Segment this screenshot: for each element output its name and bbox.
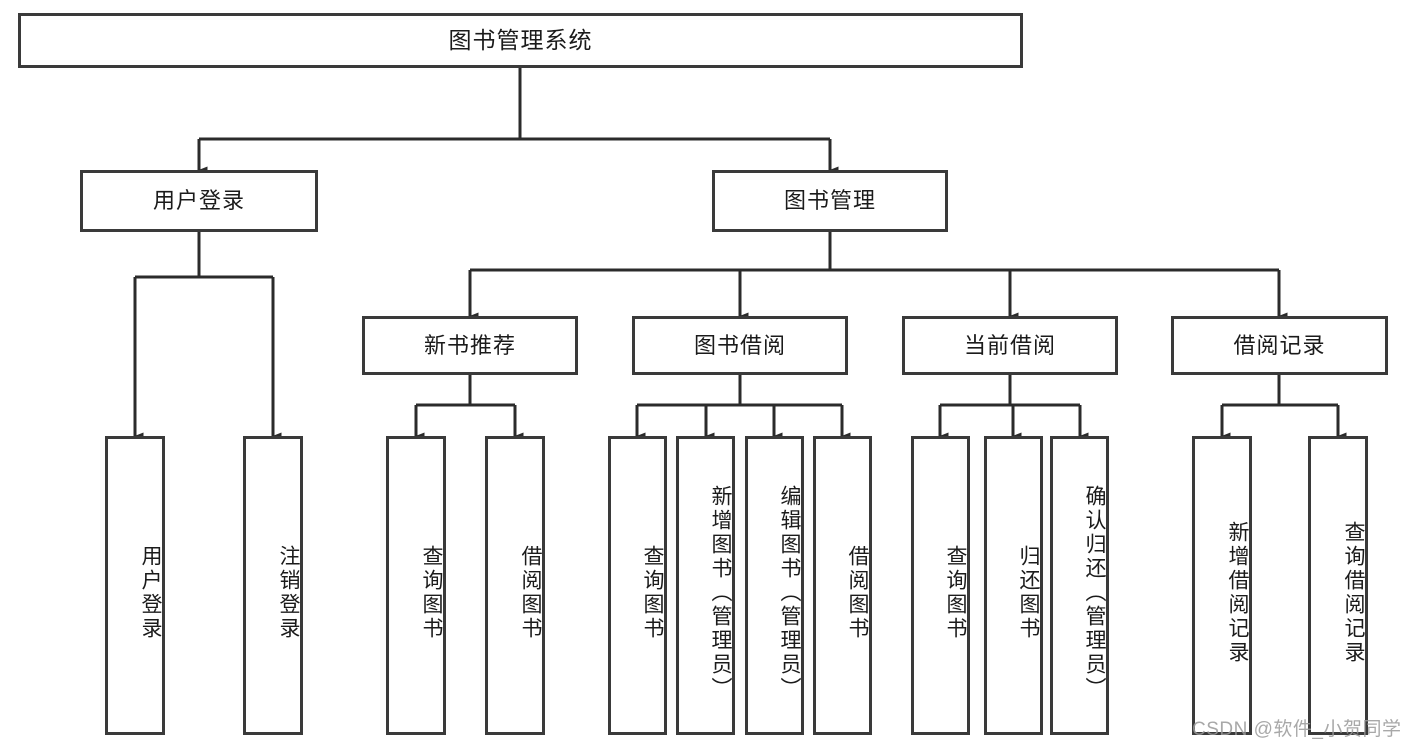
node-leaf-query-book-new[interactable]: 查询图书 <box>386 436 446 735</box>
node-book-management-label: 图书管理 <box>783 188 876 214</box>
node-leaf-label: 注销登录 <box>277 544 300 641</box>
node-root-label: 图书管理系统 <box>448 26 593 53</box>
node-leaf-logout-login[interactable]: 注销登录 <box>243 436 303 735</box>
node-leaf-query-book-borrow[interactable]: 查询图书 <box>608 436 667 735</box>
node-leaf-label: 借阅图书 <box>519 544 542 641</box>
node-leaf-label: 查询图书 <box>944 544 967 641</box>
node-leaf-confirm-return-admin[interactable]: 确认归还（管理员） <box>1050 436 1109 735</box>
node-leaf-label: 查询图书 <box>641 544 664 641</box>
node-leaf-label: 用户登录 <box>139 544 162 641</box>
node-new-book-recommend[interactable]: 新书推荐 <box>362 316 578 375</box>
node-book-borrow[interactable]: 图书借阅 <box>632 316 848 375</box>
node-leaf-label: 新增借阅记录 <box>1226 520 1249 665</box>
node-leaf-query-borrow-record[interactable]: 查询借阅记录 <box>1308 436 1368 735</box>
node-leaf-return-book[interactable]: 归还图书 <box>984 436 1043 735</box>
node-leaf-borrow-book[interactable]: 借阅图书 <box>813 436 872 735</box>
node-leaf-user-login[interactable]: 用户登录 <box>105 436 165 735</box>
node-leaf-add-book-admin[interactable]: 新增图书（管理员） <box>676 436 735 735</box>
node-leaf-label: 查询图书 <box>420 544 443 641</box>
node-leaf-edit-book-admin[interactable]: 编辑图书（管理员） <box>745 436 804 735</box>
node-book-management[interactable]: 图书管理 <box>712 170 948 232</box>
node-leaf-label: 编辑图书（管理员） <box>778 484 801 701</box>
node-root-system[interactable]: 图书管理系统 <box>18 13 1023 68</box>
node-current-borrow-label: 当前借阅 <box>963 332 1056 358</box>
node-leaf-label: 新增图书（管理员） <box>709 484 732 701</box>
node-leaf-borrow-book-new[interactable]: 借阅图书 <box>485 436 545 735</box>
node-leaf-query-book-current[interactable]: 查询图书 <box>911 436 970 735</box>
node-new-book-recommend-label: 新书推荐 <box>423 332 516 358</box>
node-current-borrow[interactable]: 当前借阅 <box>902 316 1118 375</box>
node-borrow-record[interactable]: 借阅记录 <box>1171 316 1388 375</box>
node-user-login[interactable]: 用户登录 <box>80 170 318 232</box>
node-book-borrow-label: 图书借阅 <box>693 332 786 358</box>
node-user-login-label: 用户登录 <box>152 188 245 214</box>
csdn-watermark: CSDN @软件_小贺同学 <box>1192 719 1402 740</box>
node-leaf-add-borrow-record[interactable]: 新增借阅记录 <box>1192 436 1252 735</box>
node-leaf-label: 查询借阅记录 <box>1342 520 1365 665</box>
node-leaf-label: 确认归还（管理员） <box>1083 484 1106 701</box>
node-borrow-record-label: 借阅记录 <box>1233 332 1326 358</box>
node-leaf-label: 借阅图书 <box>846 544 869 641</box>
node-leaf-label: 归还图书 <box>1017 544 1040 641</box>
